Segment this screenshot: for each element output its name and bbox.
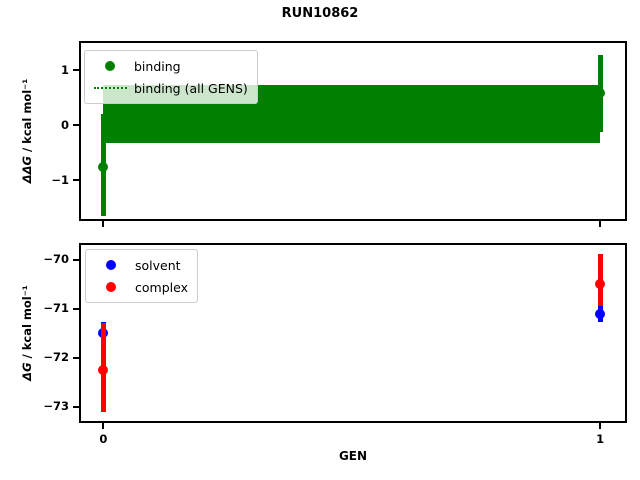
axes-frame-0 (79, 41, 627, 221)
legend-label: complex (135, 279, 188, 295)
y-tick-label: 0 (60, 117, 69, 132)
y-tick-label: −72 (43, 350, 69, 365)
circle-marker-icon (106, 260, 116, 270)
legend-item-binding: binding (92, 55, 248, 77)
legend-item-complex: complex (93, 276, 188, 298)
x-tick-mark (599, 221, 602, 227)
data-point-complex (98, 365, 109, 375)
y-tick-label: −73 (43, 399, 69, 414)
figure-title: RUN10862 (281, 6, 359, 21)
legend-label: binding (all GENS) (134, 80, 248, 96)
y-tick-mark (73, 124, 79, 127)
data-point-binding (595, 88, 606, 99)
y-tick-mark (73, 69, 79, 72)
y-tick-mark (73, 258, 79, 261)
x-tick-label: 0 (99, 432, 108, 446)
legend-label: binding (134, 58, 181, 74)
y-tick-label: −70 (43, 252, 69, 267)
data-point-solvent (595, 308, 606, 319)
legend-line-icon (92, 87, 128, 89)
y-tick-label: −71 (43, 301, 69, 316)
data-point-complex (595, 279, 606, 290)
legend-item-binding-all-gens-: binding (all GENS) (92, 77, 248, 99)
axes-frame-1 (79, 243, 627, 423)
x-axis-label: GEN (338, 449, 368, 463)
legend-label: solvent (135, 257, 181, 273)
y-axis-label-bottom: ΔG / kcal mol⁻¹ (20, 285, 34, 381)
y-tick-mark (73, 356, 79, 359)
y-tick-mark (73, 307, 79, 310)
x-tick-mark (102, 423, 105, 429)
legend-box-1: solvent complex (85, 249, 198, 303)
legend-marker-icon (93, 282, 129, 292)
circle-marker-icon (105, 61, 115, 71)
y-tick-mark (73, 179, 79, 182)
legend-marker-icon (92, 61, 128, 71)
y-tick-label: −1 (51, 172, 69, 187)
circle-marker-icon (106, 282, 116, 292)
legend-box-0: binding binding (all GENS) (84, 50, 258, 104)
x-tick-mark (102, 221, 105, 227)
x-tick-label: 1 (596, 432, 605, 446)
x-tick-mark (599, 423, 602, 429)
legend-item-solvent: solvent (93, 254, 188, 276)
legend-marker-icon (93, 260, 129, 270)
y-tick-label: 1 (60, 62, 69, 77)
dotted-line-icon (93, 87, 127, 89)
data-point-binding (98, 161, 109, 172)
y-tick-mark (73, 405, 79, 408)
